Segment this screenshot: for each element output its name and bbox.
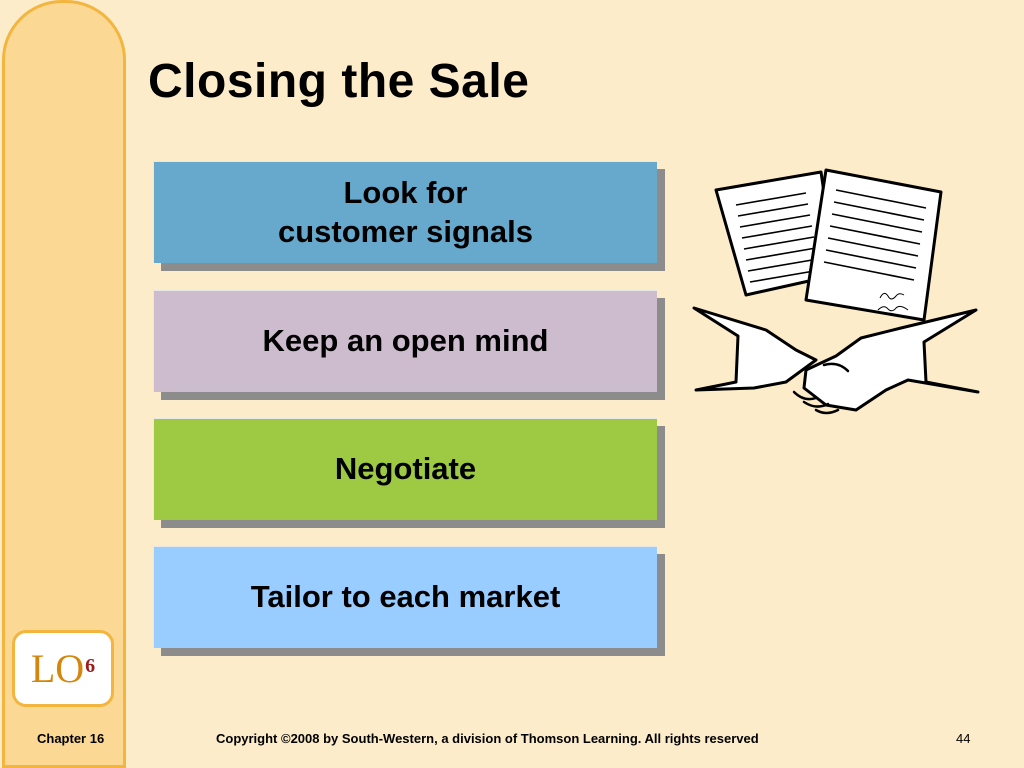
step-label: Tailor to each market xyxy=(250,579,561,615)
step-box-negotiate: Negotiate xyxy=(153,418,657,520)
footer-page-number: 44 xyxy=(956,731,971,746)
handshake-contract-icon xyxy=(692,168,980,415)
footer-copyright: Copyright ©2008 by South-Western, a divi… xyxy=(216,731,759,746)
step-box-customer-signals: Look for customer signals xyxy=(153,161,657,263)
contract-right-icon xyxy=(804,168,943,322)
step-box-tailor-market: Tailor to each market xyxy=(153,546,657,648)
step-box-open-mind: Keep an open mind xyxy=(153,290,657,392)
step-label: Look for customer signals xyxy=(278,174,533,249)
step-label: Negotiate xyxy=(334,451,477,487)
lo-number: 6 xyxy=(85,655,96,677)
lo-label: LO xyxy=(30,645,85,691)
slide-title: Closing the Sale xyxy=(148,55,530,108)
footer-chapter: Chapter 16 xyxy=(37,731,105,746)
step-label: Keep an open mind xyxy=(262,323,549,359)
